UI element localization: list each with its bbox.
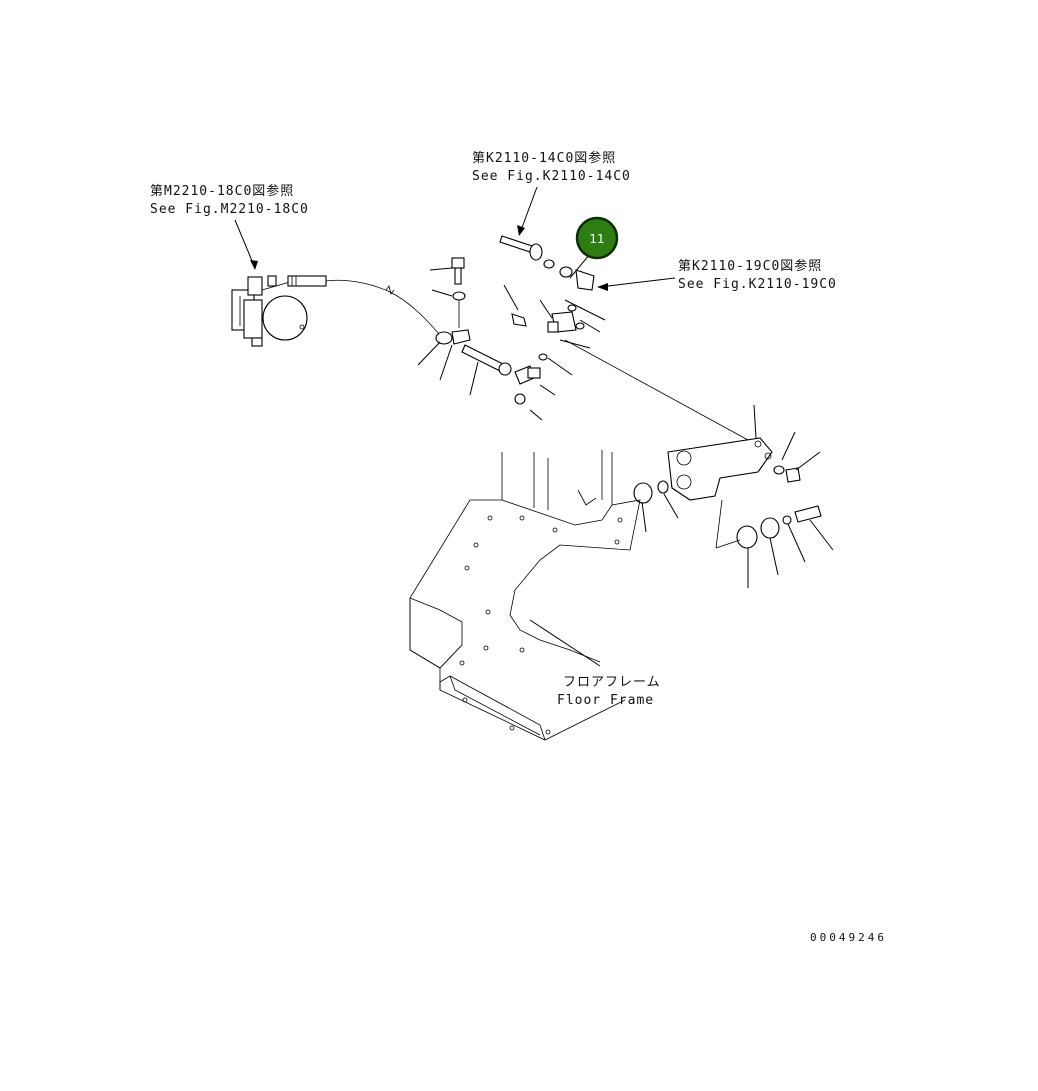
arrow-head-icon bbox=[250, 260, 258, 270]
ref-m2210-en: See Fig.M2210-18C0 bbox=[150, 202, 309, 217]
callout-badge: 11 bbox=[575, 216, 619, 260]
leader-k2110-19 bbox=[599, 277, 676, 288]
center-fittings bbox=[499, 235, 749, 441]
arrow-head-icon bbox=[597, 283, 608, 291]
mounting-bracket bbox=[633, 404, 834, 588]
arrow-head-icon bbox=[517, 225, 525, 236]
ref-k2110-14-en: See Fig.K2110-14C0 bbox=[472, 169, 631, 184]
floor-frame bbox=[409, 450, 641, 741]
floor-frame-label-jp: フロアフレーム bbox=[563, 675, 661, 690]
ref-m2210-jp: 第M2210-18C0図参照 bbox=[150, 183, 294, 199]
ref-k2110-19-en: See Fig.K2110-19C0 bbox=[678, 277, 837, 292]
callout-number: 11 bbox=[589, 232, 604, 246]
ref-k2110-14-jp: 第K2110-14C0図参照 bbox=[472, 150, 616, 166]
floor-frame-label-en: Floor Frame bbox=[557, 693, 654, 708]
hose-clamp-cluster bbox=[417, 257, 556, 421]
accumulator-assembly bbox=[231, 275, 441, 347]
leader-m2210 bbox=[234, 219, 256, 269]
leader-k2110-14 bbox=[519, 186, 538, 234]
ref-k2110-19-jp: 第K2110-19C0図参照 bbox=[678, 258, 822, 274]
drawing-number: 00049246 bbox=[810, 931, 887, 944]
